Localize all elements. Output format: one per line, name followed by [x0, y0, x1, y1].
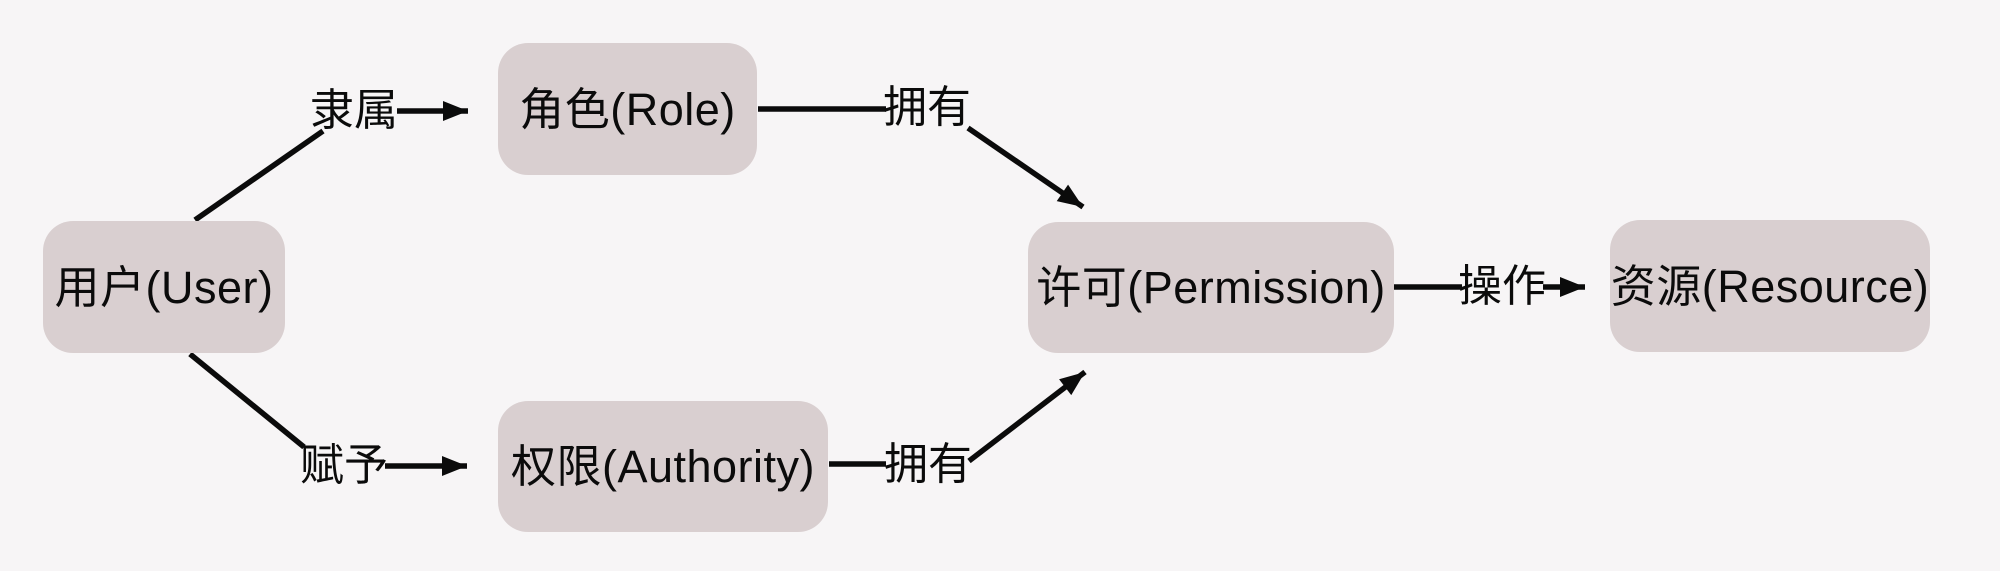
edge-authority-permission-arrow: [967, 369, 1087, 464]
node-authority: 权限(Authority): [498, 401, 828, 532]
node-user: 用户(User): [43, 221, 285, 353]
edge-label-role-permission: 拥有: [883, 83, 971, 132]
edge-role-permission-arrow: [966, 125, 1085, 210]
node-resource: 资源(Resource): [1610, 220, 1930, 352]
edge-label-user-role: 隶属: [310, 86, 398, 135]
node-permission: 许可(Permission): [1028, 222, 1394, 353]
edge-label-permission-resource: 操作: [1458, 262, 1546, 311]
edge-user-role-segment: [193, 128, 325, 223]
edge-label-user-authority: 赋予: [300, 441, 388, 490]
edge-user-authority-segment: [188, 351, 306, 450]
edge-label-authority-permission: 拥有: [884, 440, 972, 489]
node-role: 角色(Role): [498, 43, 757, 175]
